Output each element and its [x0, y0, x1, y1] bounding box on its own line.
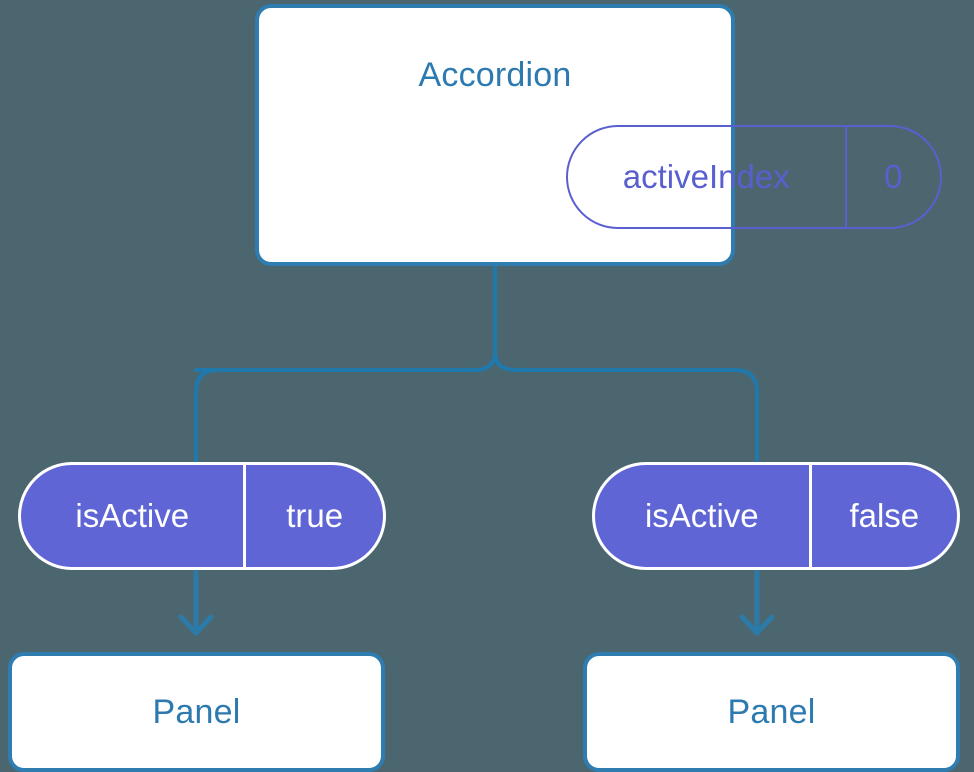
prop-badge-value: true — [243, 465, 383, 567]
tree-branch-right — [514, 368, 759, 464]
prop-badge-key: isActive — [644, 497, 759, 534]
prop-badge-value: false — [808, 465, 957, 567]
arrow-down-right — [739, 569, 775, 636]
state-badge-active-index[interactable]: activeIndex 0 — [566, 125, 942, 229]
prop-badge-key: isActive — [75, 497, 190, 534]
prop-badge-is-active-true[interactable]: isActive true — [18, 462, 386, 570]
state-badge-value: 0 — [844, 127, 940, 227]
state-badge-key: activeIndex — [622, 158, 790, 195]
panel-title-left: Panel — [152, 692, 241, 731]
tree-connector — [194, 264, 739, 373]
panel-title-right: Panel — [727, 692, 816, 731]
arrow-down-left — [178, 569, 214, 636]
accordion-component-card[interactable]: Accordion activeIndex 0 — [255, 4, 942, 266]
prop-badge-is-active-false[interactable]: isActive false — [592, 462, 960, 570]
panel-component-card-left[interactable]: Panel — [8, 652, 385, 772]
accordion-title: Accordion — [418, 56, 572, 94]
tree-branch-left — [194, 368, 476, 464]
panel-component-card-right[interactable]: Panel — [583, 652, 960, 772]
